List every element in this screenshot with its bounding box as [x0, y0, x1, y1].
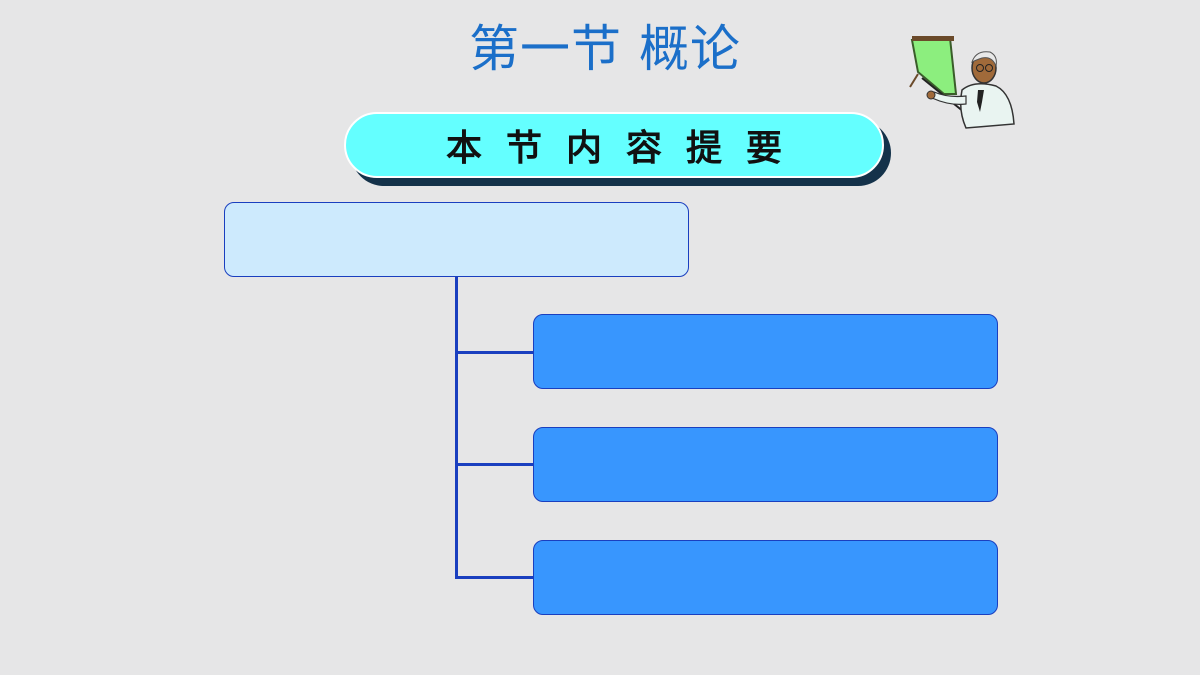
banner-label: 本节内容提要 — [445, 127, 806, 169]
branch-connector-1 — [455, 351, 534, 354]
child-box-1 — [533, 314, 998, 389]
root-box — [224, 202, 689, 277]
presenter-with-board-icon — [909, 36, 1015, 129]
branch-connector-2 — [455, 463, 534, 466]
section-summary-banner: 本节内容提要 — [344, 112, 884, 178]
branch-connector-3 — [455, 576, 534, 579]
page-title: 第一节 概论 — [469, 20, 741, 78]
vertical-connector — [455, 277, 458, 578]
child-box-3 — [533, 540, 998, 615]
child-box-2 — [533, 427, 998, 502]
